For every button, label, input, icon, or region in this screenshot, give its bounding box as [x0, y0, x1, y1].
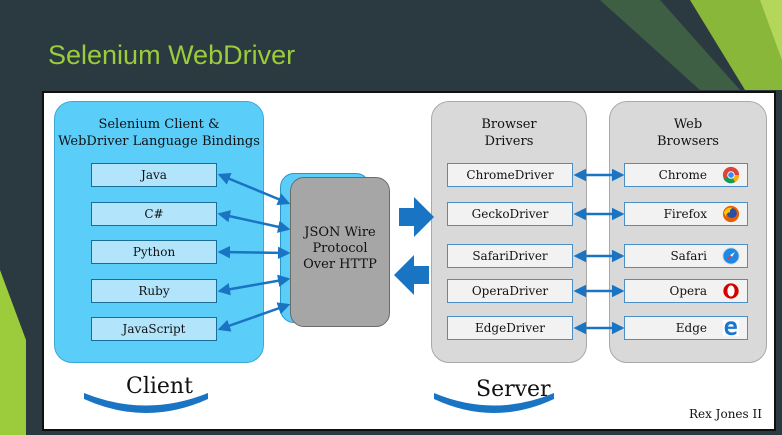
- browser-box-safari: Safari: [624, 244, 748, 268]
- edge-icon: [722, 319, 740, 337]
- browser-box-chrome: Chrome: [624, 163, 748, 187]
- opera-icon: [723, 283, 739, 299]
- slide-title: Selenium WebDriver: [48, 40, 296, 70]
- protocol-box: JSON Wire Protocol Over HTTP: [290, 177, 390, 327]
- browsers-panel-title: Web Browsers: [657, 117, 719, 149]
- language-box-csharp: C#: [91, 202, 217, 226]
- language-box-javascript: JavaScript: [91, 317, 217, 341]
- browser-label-firefox: Firefox: [663, 207, 707, 221]
- browser-label-opera: Opera: [669, 284, 707, 298]
- firefox-icon: [722, 205, 740, 223]
- browser-box-firefox: Firefox: [624, 202, 748, 226]
- client-label: Client: [126, 374, 193, 399]
- safari-icon: [722, 247, 740, 265]
- driver-box-opera: OperaDriver: [447, 279, 573, 303]
- language-box-java: Java: [91, 163, 217, 187]
- client-panel-title: Selenium Client & WebDriver Language Bin…: [58, 117, 260, 149]
- driver-box-gecko: GeckoDriver: [447, 202, 573, 226]
- browser-label-edge: Edge: [675, 321, 707, 335]
- credit-text: Rex Jones II: [688, 407, 762, 421]
- language-box-python: Python: [91, 240, 217, 264]
- driver-box-safari: SafariDriver: [447, 244, 573, 268]
- driver-box-chrome: ChromeDriver: [447, 163, 573, 187]
- browser-box-opera: Opera: [624, 279, 748, 303]
- browser-label-safari: Safari: [670, 249, 707, 263]
- protocol-label: JSON Wire Protocol Over HTTP: [303, 225, 377, 272]
- chrome-icon: [722, 166, 740, 184]
- browser-label-chrome: Chrome: [658, 168, 707, 182]
- architecture-diagram: Selenium Client & WebDriver Language Bin…: [42, 91, 776, 431]
- server-label: Server: [476, 377, 551, 402]
- connector-arrows: [84, 168, 625, 413]
- drivers-panel-title: Browser Drivers: [481, 117, 537, 149]
- driver-box-edge: EdgeDriver: [447, 316, 573, 340]
- browser-box-edge: Edge: [624, 316, 748, 340]
- language-box-ruby: Ruby: [91, 279, 217, 303]
